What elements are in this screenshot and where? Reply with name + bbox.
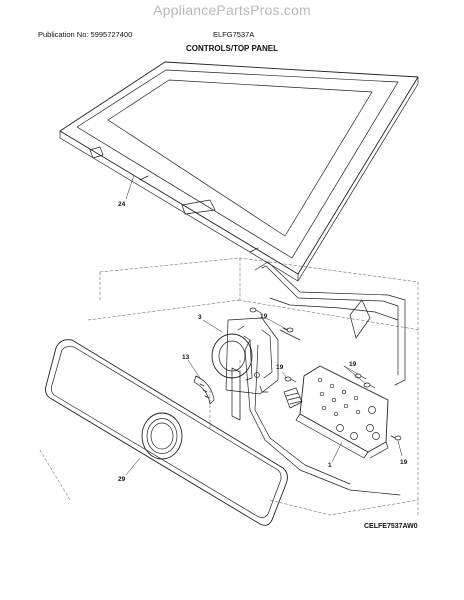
callout-19a: 19: [260, 313, 268, 320]
control-board-part: [283, 365, 389, 459]
light-pipe-part: [193, 375, 215, 405]
diagram-title: CONTROLS/TOP PANEL: [185, 44, 278, 53]
control-panel-console: [45, 339, 288, 526]
callout-24: 24: [118, 201, 126, 208]
diagram-code: CELFE7537AW0: [364, 523, 418, 530]
callout-19c: 19: [349, 361, 357, 368]
top-panel-part: [59, 61, 419, 282]
callout-labels: 24 3 19 13 19 19 29 1 19: [118, 201, 408, 483]
selector-knob-assembly: [211, 317, 279, 395]
watermark: AppliancePartsPros.com: [153, 2, 311, 18]
publication-number: Publication No: 5995727400: [38, 30, 133, 39]
cabinet-guide-lines: [39, 257, 421, 516]
callout-19d: 19: [400, 459, 408, 466]
callout-13: 13: [182, 354, 190, 361]
callout-3: 3: [198, 314, 202, 321]
callout-1: 1: [328, 462, 332, 469]
cabinet-frame: [231, 261, 406, 496]
model-number: ELFG7537A: [213, 30, 255, 39]
leader-lines: [125, 174, 403, 476]
screw-parts: [249, 307, 402, 441]
callout-19b: 19: [276, 364, 284, 371]
callout-29: 29: [118, 476, 126, 483]
